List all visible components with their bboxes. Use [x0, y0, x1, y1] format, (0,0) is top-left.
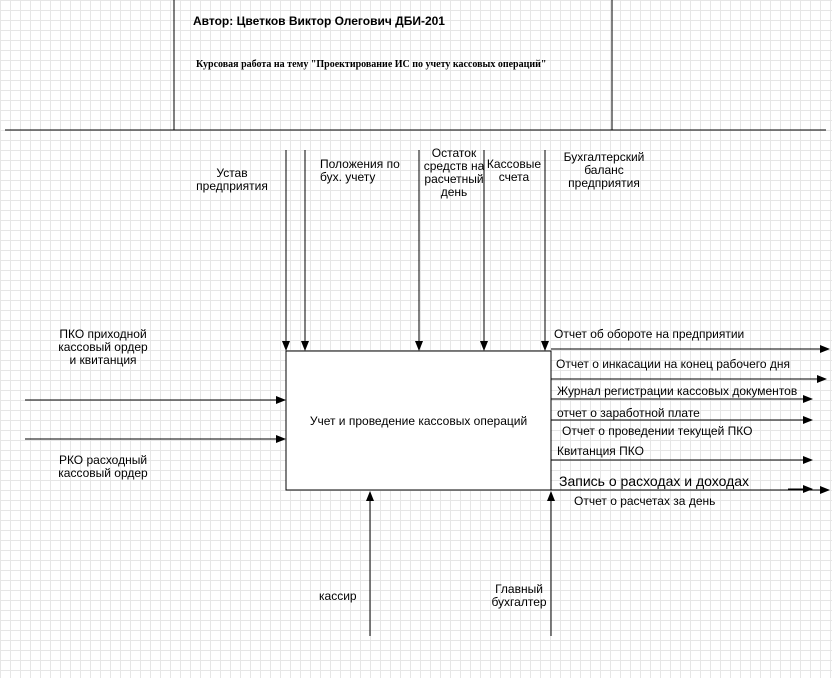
process-label-text: Учет и проведение кассовых операций — [309, 413, 528, 428]
output-label-zhurnal: Журнал регистрации кассовых документов — [557, 384, 798, 398]
process-box[interactable] — [285, 350, 552, 491]
output-label-kvitanciya: Квитанция ПКО — [557, 444, 644, 458]
control-label-polozheniya: Положения по бух. учету — [320, 157, 400, 184]
process-label[interactable]: Учет и проведение кассовых операций — [286, 351, 551, 490]
output-label-zapis: Запись о расходах и доходах — [559, 473, 750, 489]
control-label-ostatok: Остаток средств на расчетный день — [423, 146, 485, 199]
output-label-oborot: Отчет об обороте на предприятии — [554, 327, 745, 341]
control-label-kassovye-scheta: Кассовые счета — [486, 157, 542, 184]
output-label-tekushaya-pko: Отчет о проведении текущей ПКО — [562, 424, 753, 438]
output-label-inkasaciya: Отчет о инкасации на конец рабочего дня — [556, 357, 791, 371]
input-label-rko: РКО расходный кассовый ордер — [58, 453, 148, 480]
author-line: Автор: Цветков Виктор Олегович ДБИ-201 — [193, 14, 445, 28]
input-label-pko: ПКО приходной кассовый ордер и квитанция — [58, 327, 148, 367]
output-label-zarplata: отчет о заработной плате — [557, 406, 700, 420]
control-label-balans: Бухгалтерский баланс предприятия — [563, 150, 645, 190]
coursework-topic: Курсовая работа на тему "Проектирование … — [196, 59, 547, 70]
output-label-raschety: Отчет о расчетах за день — [574, 494, 716, 508]
mechanism-label-kassir: кассир — [319, 589, 357, 603]
mechanism-label-glavbuh: Главный бухгалтер — [491, 582, 547, 609]
control-label-ustav: Устав предприятия — [196, 166, 268, 193]
